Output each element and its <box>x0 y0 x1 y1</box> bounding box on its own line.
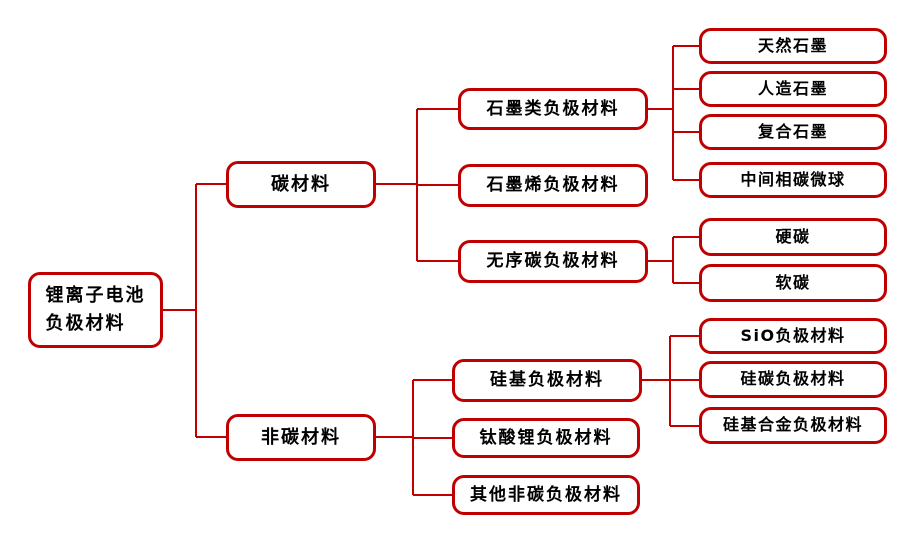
node-carbon-label: 碳材料 <box>271 173 331 195</box>
node-natural-label: 天然石墨 <box>757 35 828 55</box>
node-disordered-label: 无序碳负极材料 <box>486 251 620 272</box>
node-graphite: 石墨类负极材料 <box>458 88 648 130</box>
connector-graphite-children <box>648 45 699 181</box>
node-sibase-label: 硅基负极材料 <box>490 370 604 391</box>
node-root-label: 锂离子电池 负极材料 <box>45 285 146 334</box>
node-artificial: 人造石墨 <box>699 71 887 107</box>
node-sio-label: SiO负极材料 <box>740 325 846 345</box>
node-other-noncarbon-label: 其他非碳负极材料 <box>470 484 622 505</box>
node-noncarbon: 非碳材料 <box>226 414 376 461</box>
node-composite-label: 复合石墨 <box>757 121 828 141</box>
node-graphite-label: 石墨类负极材料 <box>486 98 620 119</box>
connector-carbon-children <box>376 108 458 262</box>
node-sibase: 硅基负极材料 <box>452 359 642 402</box>
node-mcmb: 中间相碳微球 <box>699 162 887 198</box>
node-noncarbon-label: 非碳材料 <box>261 426 341 448</box>
node-sicarbon-label: 硅碳负极材料 <box>740 369 846 389</box>
node-graphene: 石墨烯负极材料 <box>458 164 648 207</box>
node-lto-label: 钛酸锂负极材料 <box>479 427 613 448</box>
node-artificial-label: 人造石墨 <box>757 78 828 98</box>
node-soft-carbon-label: 软碳 <box>775 272 811 292</box>
node-natural: 天然石墨 <box>699 28 887 64</box>
node-mcmb-label: 中间相碳微球 <box>740 169 846 189</box>
node-composite: 复合石墨 <box>699 114 887 150</box>
connector-disordered-children <box>648 236 699 284</box>
connector-noncarbon-children <box>376 379 452 496</box>
node-hard-carbon-label: 硬碳 <box>775 226 811 246</box>
node-other-noncarbon: 其他非碳负极材料 <box>452 475 640 515</box>
node-lto: 钛酸锂负极材料 <box>452 418 640 458</box>
node-sio: SiO负极材料 <box>699 318 887 354</box>
node-disordered: 无序碳负极材料 <box>458 240 648 283</box>
node-hard-carbon: 硬碳 <box>699 218 887 256</box>
node-sialloy-label: 硅基合金负极材料 <box>722 415 863 435</box>
connector-root-children <box>163 183 226 438</box>
node-root: 锂离子电池 负极材料 <box>28 272 163 348</box>
node-soft-carbon: 软碳 <box>699 264 887 302</box>
node-graphene-label: 石墨烯负极材料 <box>486 175 620 196</box>
node-sialloy: 硅基合金负极材料 <box>699 407 887 444</box>
node-carbon: 碳材料 <box>226 161 376 208</box>
connector-sibase-children <box>642 335 699 427</box>
node-sicarbon: 硅碳负极材料 <box>699 361 887 398</box>
